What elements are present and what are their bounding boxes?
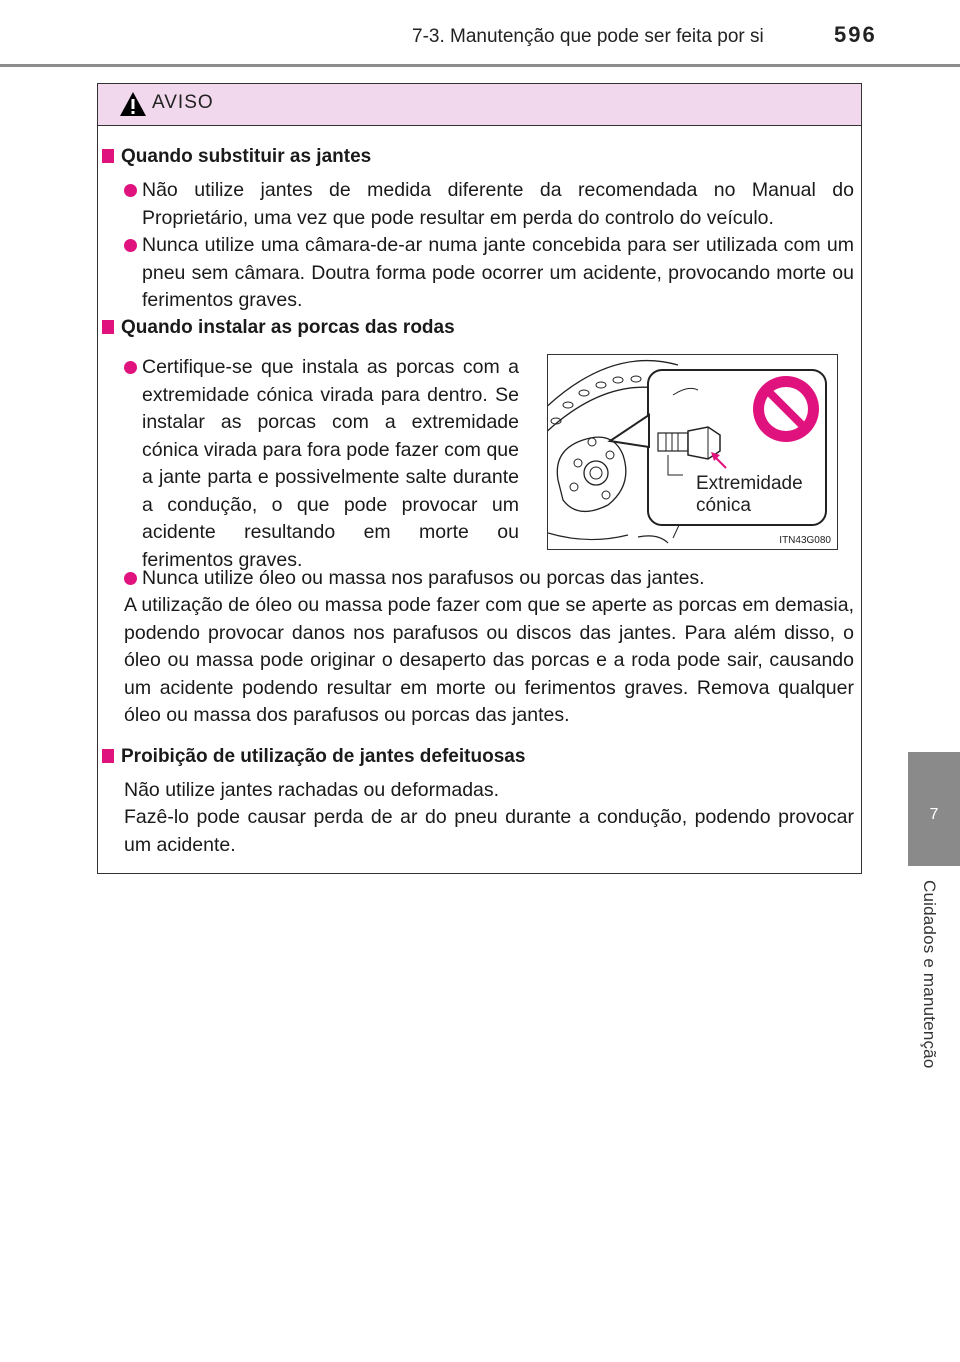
chapter-title: Cuidados e manutenção [920, 880, 939, 1069]
figure-code: ITN43G080 [779, 535, 831, 546]
wheel-nut-illustration: Extremidade cónica ITN43G080 [547, 354, 838, 550]
section-heading: Quando substituir as jantes [102, 146, 371, 168]
warning-header: AVISO [98, 84, 861, 126]
wheel-nut-drawing [548, 359, 827, 544]
square-bullet-icon [102, 749, 114, 763]
chapter-number: 7 [929, 806, 939, 823]
circle-bullet-icon [124, 361, 137, 374]
section-heading: Proibição de utilização de jantes defeit… [102, 746, 525, 768]
header-rule [0, 64, 960, 67]
chapter-tab: 7 [908, 752, 960, 866]
list-item: Nunca utilize óleo ou massa nos parafuso… [124, 565, 854, 593]
section-heading: Quando instalar as porcas das rodas [102, 317, 455, 339]
paragraph: Fazê-lo pode causar perda de ar do pneu … [124, 806, 854, 856]
paragraph: A utilização de óleo ou massa pode fazer… [124, 594, 854, 726]
list-item: Nunca utilize uma câmara-de-ar numa jant… [124, 232, 854, 315]
warning-box: AVISO Quando substituir as jantes Não ut… [97, 83, 862, 874]
circle-bullet-icon [124, 572, 137, 585]
list-item: Certifique-se que instala as porcas com … [124, 354, 519, 574]
list-item: Não utilize jantes de medida diferente d… [124, 177, 854, 232]
circle-bullet-icon [124, 239, 137, 252]
section-title: 7-3. Manutenção que pode ser feita por s… [412, 26, 764, 47]
warning-title: AVISO [152, 92, 214, 113]
circle-bullet-icon [124, 184, 137, 197]
page-number: 596 [834, 22, 877, 47]
warning-icon [120, 92, 146, 116]
figure-label: Extremidade cónica [696, 473, 803, 516]
square-bullet-icon [102, 320, 114, 334]
paragraph: Não utilize jantes rachadas ou deformada… [124, 779, 500, 801]
square-bullet-icon [102, 149, 114, 163]
